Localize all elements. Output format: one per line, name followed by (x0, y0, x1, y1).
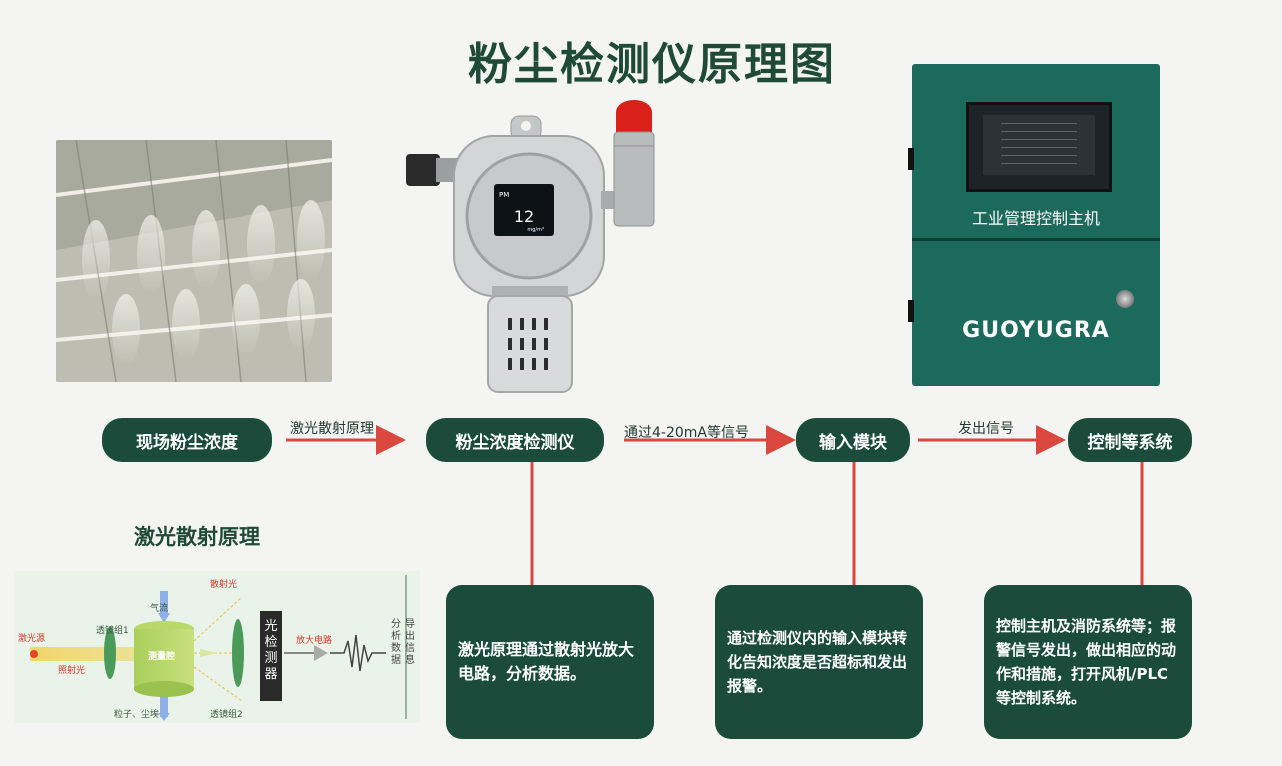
cabinet-divider (912, 238, 1160, 241)
flow-node-detector: 粉尘浓度检测仪 (426, 418, 604, 462)
arrow-label-2: 通过4-20mA等信号 (624, 425, 749, 441)
cabinet-hinge (908, 148, 914, 170)
label-airflow: 气流 (150, 604, 169, 614)
cabinet-screen (966, 102, 1112, 192)
info-box-control: 控制主机及消防系统等；报警信号发出，做出相应的动作和措施，打开风机/PLC等控制… (984, 585, 1192, 739)
info-box-laser: 激光原理通过散射光放大电路，分析数据。 (446, 585, 654, 739)
label-scattered-light: 散射光 (210, 580, 238, 590)
label-output: 导出信息 (405, 619, 415, 666)
flow-node-control-system: 控制等系统 (1068, 418, 1192, 462)
page-title: 粉尘检测仪原理图 (468, 39, 836, 90)
flow-node-input-module: 输入模块 (796, 418, 910, 462)
info-box-laser-text: 激光原理通过散射光放大电路，分析数据。 (458, 640, 635, 683)
dust-scene-photo (56, 140, 332, 382)
label-particles: 粒子、尘埃 (114, 710, 160, 720)
flow-node-dust-concentration: 现场粉尘浓度 (102, 418, 272, 462)
cabinet-lock-icon (1116, 290, 1134, 308)
cabinet-logo: GUOYUGRA (962, 318, 1110, 343)
label-detector: 光检测器 (264, 619, 278, 682)
arrow-label-1: 激光散射原理 (290, 421, 374, 437)
detector-display-label: PM (499, 191, 509, 199)
arrow-label-3: 发出信号 (958, 421, 1014, 437)
label-incident-light: 照射光 (58, 666, 86, 676)
label-lens1: 透镜组1 (96, 626, 129, 636)
info-box-input-module-text: 通过检测仪内的输入模块转化告知浓度是否超标和发出报警。 (727, 629, 908, 695)
label-analysis: 分析数据 (391, 619, 401, 666)
cabinet-label: 工业管理控制主机 (971, 209, 1100, 228)
info-box-control-text: 控制主机及消防系统等；报警信号发出，做出相应的动作和措施，打开风机/PLC等控制… (996, 617, 1177, 707)
label-amplifier: 放大电路 (296, 636, 333, 646)
scatter-section-title: 激光散射原理 (134, 525, 260, 549)
laser-scatter-diagram: 激光源 照射光 透镜组1 气流 测量腔 散射光 透镜组2 粒子、尘埃 光检测器 … (14, 571, 420, 723)
dust-detector-image: PM 12 mg/m³ (396, 96, 680, 398)
label-laser-source: 激光源 (18, 634, 46, 644)
label-measure-chamber: 测量腔 (148, 652, 176, 662)
detector-display-value: 12 (514, 207, 534, 226)
info-box-input-module: 通过检测仪内的输入模块转化告知浓度是否超标和发出报警。 (715, 585, 923, 739)
detector-display-unit: mg/m³ (527, 227, 544, 233)
cabinet-hinge (908, 300, 914, 322)
label-lens2: 透镜组2 (210, 710, 243, 720)
